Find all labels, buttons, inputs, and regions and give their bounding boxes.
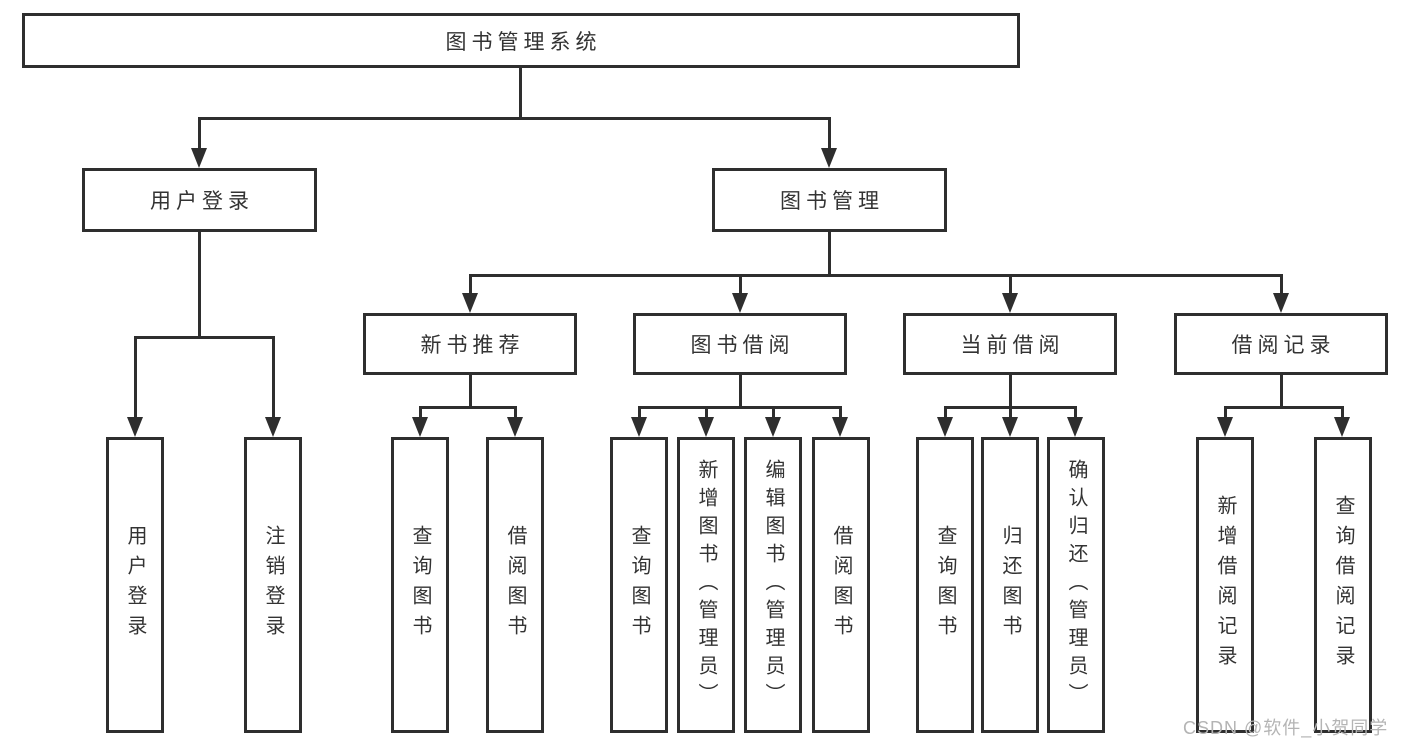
connector-line <box>469 375 472 409</box>
node-label: 图书管理 <box>780 190 884 213</box>
arrow-down-icon <box>631 417 647 437</box>
leaf-return-books: 归还图书 <box>981 437 1039 733</box>
connector-line <box>134 336 137 422</box>
node-label: 图书管理系统 <box>445 30 602 54</box>
csdn-watermark: CSDN @软件_小贺同学 <box>1183 718 1389 738</box>
arrow-down-icon <box>937 417 953 437</box>
connector-line <box>828 117 831 153</box>
leaf-logout-login: 注销登录 <box>244 437 302 733</box>
connector-line <box>469 274 1283 277</box>
connector-line <box>198 232 201 339</box>
arrow-down-icon <box>1217 417 1233 437</box>
leaf-query-borrow-record: 查询借阅记录 <box>1314 437 1372 733</box>
arrow-down-icon <box>832 417 848 437</box>
node-library-management-system: 图书管理系统 <box>22 13 1020 68</box>
arrow-down-icon <box>821 148 837 168</box>
connector-line <box>1280 274 1283 297</box>
connector-line <box>419 406 422 422</box>
leaf-query-books-recommend: 查询图书 <box>391 437 449 733</box>
connector-line <box>828 232 831 277</box>
node-label: 查询图书 <box>934 525 956 645</box>
connector-line <box>1009 406 1012 422</box>
node-book-management: 图书管理 <box>712 168 947 232</box>
arrow-down-icon <box>732 293 748 313</box>
arrow-down-icon <box>1334 417 1350 437</box>
leaf-borrow-books-borrowing: 借阅图书 <box>812 437 870 733</box>
node-label: 编辑图书（管理员） <box>762 459 784 711</box>
connector-line <box>469 274 472 297</box>
arrow-down-icon <box>462 293 478 313</box>
connector-line <box>198 117 831 120</box>
node-label: 用户登录 <box>124 525 146 645</box>
node-label: 新书推荐 <box>420 334 525 357</box>
arrow-down-icon <box>1067 417 1083 437</box>
node-label: 确认归还（管理员） <box>1065 459 1087 711</box>
node-label: 用户登录 <box>150 190 254 213</box>
node-user-login: 用户登录 <box>82 168 317 232</box>
connector-line <box>739 375 742 409</box>
connector-line <box>419 406 516 409</box>
connector-line <box>1224 406 1227 422</box>
node-label: 归还图书 <box>999 525 1021 645</box>
connector-line <box>772 406 775 422</box>
node-label: 当前借阅 <box>960 334 1065 357</box>
leaf-edit-book-admin: 编辑图书（管理员） <box>744 437 802 733</box>
leaf-confirm-return-admin: 确认归还（管理员） <box>1047 437 1105 733</box>
connector-line <box>1009 274 1012 297</box>
leaf-query-books-borrowing: 查询图书 <box>610 437 668 733</box>
arrow-down-icon <box>412 417 428 437</box>
leaf-query-books-current: 查询图书 <box>916 437 974 733</box>
arrow-down-icon <box>765 417 781 437</box>
node-borrowing-records: 借阅记录 <box>1174 313 1388 375</box>
node-label: 图书借阅 <box>690 334 795 357</box>
connector-line <box>198 117 201 153</box>
connector-line <box>1280 375 1283 409</box>
node-label: 借阅记录 <box>1231 334 1336 357</box>
arrow-down-icon <box>191 148 207 168</box>
connector-line <box>739 274 742 297</box>
connector-line <box>944 406 947 422</box>
node-label: 查询图书 <box>628 525 650 645</box>
arrow-down-icon <box>265 417 281 437</box>
node-label: 查询借阅记录 <box>1332 495 1354 675</box>
arrow-down-icon <box>698 417 714 437</box>
arrow-down-icon <box>127 417 143 437</box>
connector-line <box>839 406 842 422</box>
node-label: 查询图书 <box>409 525 431 645</box>
connector-line <box>1341 406 1344 422</box>
node-new-book-recommend: 新书推荐 <box>363 313 577 375</box>
connector-line <box>519 68 522 120</box>
node-label: 借阅图书 <box>830 525 852 645</box>
connector-line <box>1224 406 1344 409</box>
node-book-borrowing: 图书借阅 <box>633 313 847 375</box>
node-label: 新增借阅记录 <box>1214 495 1236 675</box>
connector-line <box>638 406 641 422</box>
node-label: 借阅图书 <box>504 525 526 645</box>
connector-line <box>1009 375 1012 409</box>
connector-line <box>272 336 275 422</box>
arrow-down-icon <box>1002 293 1018 313</box>
connector-line <box>514 406 517 422</box>
arrow-down-icon <box>1002 417 1018 437</box>
node-current-borrowing: 当前借阅 <box>903 313 1117 375</box>
leaf-add-borrow-record: 新增借阅记录 <box>1196 437 1254 733</box>
connector-line <box>638 406 841 409</box>
node-label: 注销登录 <box>262 525 284 645</box>
node-label: 新增图书（管理员） <box>695 459 717 711</box>
arrow-down-icon <box>507 417 523 437</box>
leaf-user-login: 用户登录 <box>106 437 164 733</box>
leaf-add-book-admin: 新增图书（管理员） <box>677 437 735 733</box>
connector-line <box>1074 406 1077 422</box>
connector-line <box>705 406 708 422</box>
connector-line <box>134 336 274 339</box>
arrow-down-icon <box>1273 293 1289 313</box>
leaf-borrow-books-recommend: 借阅图书 <box>486 437 544 733</box>
